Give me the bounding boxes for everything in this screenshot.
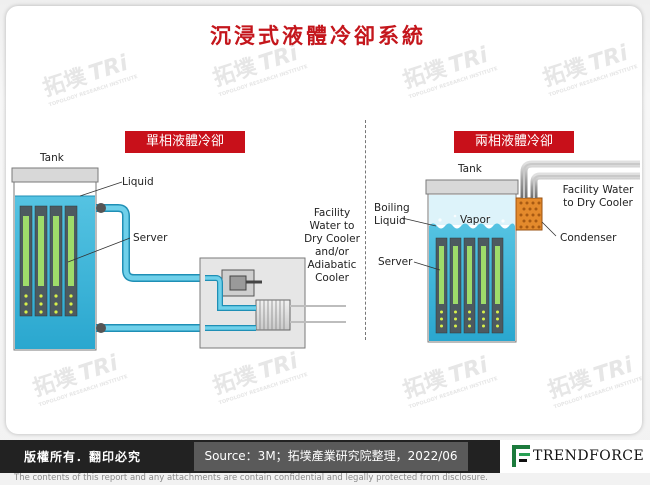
- source-note: Source：3M；拓墣產業研究院整理，2022/06: [194, 442, 468, 471]
- two-phase-heading: 兩相液體冷卻: [454, 131, 574, 153]
- single-phase-pipes: [96, 203, 205, 333]
- vapor-label: Vapor: [460, 214, 491, 226]
- boiling-liquid-label: Boiling Liquid: [374, 202, 410, 228]
- facility-line-4: and/or: [314, 246, 350, 258]
- two-phase-leaders: [401, 217, 557, 271]
- facility2-line-2: to Dry Cooler: [563, 197, 633, 209]
- trendforce-logo-icon: [512, 445, 530, 467]
- boiling-line-2: Liquid: [374, 215, 406, 227]
- facility2-line-1: Facility Water: [562, 184, 634, 196]
- single-phase-heading: 單相液體冷卻: [125, 131, 245, 153]
- slide-title: 沉浸式液體冷卻系統: [210, 23, 426, 48]
- trendforce-logo-text: TRENDFORCE: [533, 448, 645, 464]
- condenser: [515, 160, 640, 231]
- copyright-notice: 版權所有．翻印必究: [24, 450, 142, 464]
- facility-line-5: Adiabatic: [307, 259, 357, 271]
- liquid-label: Liquid: [122, 176, 154, 188]
- condenser-label: Condenser: [560, 232, 617, 244]
- facility-line-3: Dry Cooler: [304, 233, 360, 245]
- two-phase-servers: [435, 237, 504, 334]
- single-phase-server-label: Server: [133, 232, 168, 244]
- section-divider: [365, 120, 366, 340]
- boiling-line-1: Boiling: [374, 202, 410, 214]
- heat-exchanger-unit: [199, 257, 346, 349]
- two-phase-tank-label: Tank: [458, 163, 482, 175]
- watermark-layer: 拓墣 TRi TOPOLOGY RESEARCH INSTITUTE 拓墣 TR…: [30, 41, 642, 411]
- facility-line-2: Water to: [309, 220, 355, 232]
- single-phase-leaders: [67, 181, 131, 263]
- two-phase-server-label: Server: [378, 256, 413, 268]
- facility-water-dry-cooler-label: Facility Water to Dry Cooler: [556, 184, 640, 210]
- single-phase-tank-label: Tank: [40, 152, 64, 164]
- facility-line-1: Facility: [313, 207, 351, 219]
- facility-water-label: Facility Water to Dry Cooler and/or Adia…: [302, 207, 362, 285]
- single-phase-servers: [19, 205, 78, 317]
- cooling-diagram: [11, 160, 640, 351]
- disclaimer: The contents of this report and any atta…: [14, 473, 488, 483]
- facility-line-6: Cooler: [315, 272, 349, 284]
